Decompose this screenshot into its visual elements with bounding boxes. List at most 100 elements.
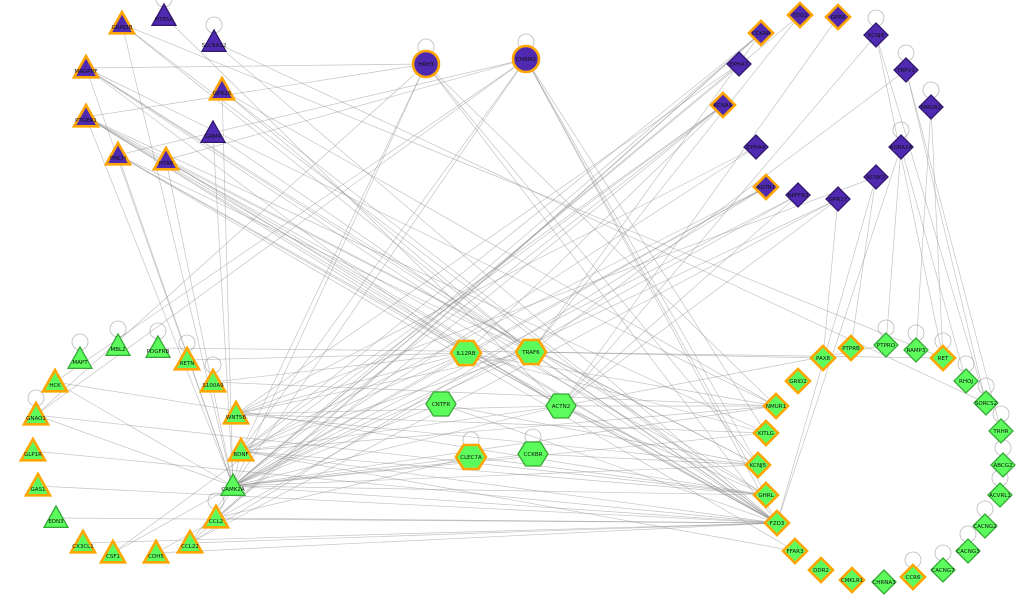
graph-node-kcnk3[interactable]	[863, 164, 889, 190]
graph-node-pdgfrb[interactable]	[144, 334, 172, 359]
graph-node-il12rb[interactable]	[449, 339, 483, 367]
graph-node-chrna3[interactable]	[871, 569, 897, 595]
graph-node-cmklr1[interactable]	[838, 566, 866, 594]
graph-node-wnt5b[interactable]	[221, 399, 251, 425]
graph-node-npffr2[interactable]	[785, 182, 811, 208]
graph-node-epha7[interactable]	[726, 51, 752, 77]
graph-edge	[85, 63, 427, 118]
graph-node-traf6[interactable]	[514, 338, 548, 366]
graph-node-gpr26[interactable]	[207, 75, 237, 101]
graph-edge	[530, 351, 944, 359]
graph-node-cx3cl1[interactable]	[68, 528, 98, 554]
graph-node-trhr[interactable]	[988, 418, 1014, 444]
graph-node-ptpro[interactable]	[873, 332, 899, 358]
graph-node-pmch[interactable]	[103, 140, 133, 166]
graph-node-cckar[interactable]	[747, 19, 775, 47]
graph-node-ghrl[interactable]	[752, 481, 780, 509]
graph-edge	[530, 351, 778, 524]
graph-node-ccr6[interactable]	[899, 563, 927, 591]
graph-node-cacng2[interactable]	[972, 513, 998, 539]
graph-node-gnao1[interactable]	[21, 400, 51, 426]
graph-node-fzd3[interactable]	[763, 509, 791, 537]
graph-node-ramp3[interactable]	[903, 337, 929, 363]
graph-node-gpr6[interactable]	[824, 3, 852, 31]
graph-node-kitlg[interactable]	[752, 419, 780, 447]
graph-node-ptprb[interactable]	[837, 334, 865, 362]
graph-edge	[232, 405, 777, 487]
graph-edge	[465, 352, 777, 407]
graph-node-ccl22[interactable]	[175, 528, 205, 554]
graph-node-epha4[interactable]	[743, 134, 769, 160]
graph-edge	[235, 413, 759, 466]
graph-node-grid2[interactable]	[784, 367, 812, 395]
edge-layer	[32, 14, 1002, 554]
graph-edge	[186, 352, 467, 361]
graph-edge	[232, 485, 767, 496]
graph-node-adra2a[interactable]	[888, 134, 914, 160]
graph-node-pax8[interactable]	[809, 344, 837, 372]
graph-node-nmur1[interactable]	[762, 392, 790, 420]
graph-node-htr5a[interactable]	[150, 2, 178, 27]
graph-node-gpr37[interactable]	[825, 186, 851, 212]
graph-node-slc6a12[interactable]	[200, 28, 228, 53]
graph-node-cacng7[interactable]	[930, 557, 956, 583]
graph-node-gas1[interactable]	[23, 471, 53, 497]
graph-node-kcnj9[interactable]	[863, 22, 889, 48]
graph-node-grin3b[interactable]	[107, 9, 137, 35]
graph-node-agtr1[interactable]	[752, 173, 780, 201]
graph-node-hrh3[interactable]	[411, 49, 441, 79]
graph-node-actn2[interactable]	[545, 393, 577, 419]
graph-node-retn[interactable]	[172, 345, 202, 371]
graph-node-mbl2[interactable]	[104, 332, 132, 357]
graph-node-trpv1[interactable]	[893, 57, 919, 83]
graph-node-clec7a[interactable]	[454, 443, 488, 471]
graph-node-acvrl1[interactable]	[987, 482, 1013, 508]
graph-node-ffar3[interactable]	[781, 537, 809, 565]
graph-edge	[212, 352, 467, 383]
graph-node-camk2a[interactable]	[219, 472, 247, 497]
graph-edge	[189, 186, 767, 544]
graph-edge	[915, 106, 932, 351]
graph-node-ddr2[interactable]	[807, 556, 835, 584]
graph-node-bdnf[interactable]	[226, 436, 256, 462]
graph-node-abcg2[interactable]	[990, 452, 1016, 478]
graph-node-cntfr[interactable]	[425, 391, 457, 417]
graph-edge	[425, 63, 778, 524]
graph-node-edn3[interactable]	[42, 504, 70, 529]
graph-node-cacng3[interactable]	[955, 538, 981, 564]
graph-node-glp1r[interactable]	[18, 436, 48, 462]
graph-node-s100a9[interactable]	[198, 367, 228, 393]
graph-node-ccl2[interactable]	[201, 503, 231, 529]
graph-node-sorcs2[interactable]	[973, 390, 999, 416]
graph-node-htr6[interactable]	[151, 145, 181, 171]
graph-node-kcnj5[interactable]	[744, 451, 772, 479]
graph-node-rhoj[interactable]	[953, 368, 979, 394]
graph-edge	[465, 352, 767, 434]
graph-edge	[35, 414, 234, 487]
graph-node-mapt[interactable]	[66, 345, 94, 370]
graph-node-ret[interactable]	[929, 344, 957, 372]
label-layer: GRIN3BHTR5ASLC6A12MRGPRFGPR26PTGER1GRM4P…	[24, 13, 1013, 586]
graph-node-csf1[interactable]	[98, 538, 128, 564]
graph-edge	[560, 34, 877, 407]
graph-edge	[54, 381, 234, 487]
graph-node-hck[interactable]	[40, 367, 70, 393]
graph-node-ptger1[interactable]	[71, 102, 101, 128]
graph-edge	[525, 58, 767, 434]
graph-edge	[235, 352, 467, 415]
graph-edge	[117, 154, 532, 353]
graph-node-mrgprf[interactable]	[71, 53, 101, 79]
graph-node-nmur2[interactable]	[918, 94, 944, 120]
graph-node-cdh5[interactable]	[141, 538, 171, 564]
graph-node-kcna1[interactable]	[709, 91, 737, 119]
graph-edge	[85, 67, 778, 524]
graph-edge	[221, 89, 234, 487]
graph-node-cckbr[interactable]	[517, 441, 549, 467]
graph-edge	[165, 58, 527, 161]
graph-node-tdo2[interactable]	[786, 1, 814, 29]
graph-edge	[525, 58, 778, 524]
graph-node-grm4[interactable]	[199, 119, 227, 144]
graph-node-chrm2[interactable]	[511, 44, 541, 74]
